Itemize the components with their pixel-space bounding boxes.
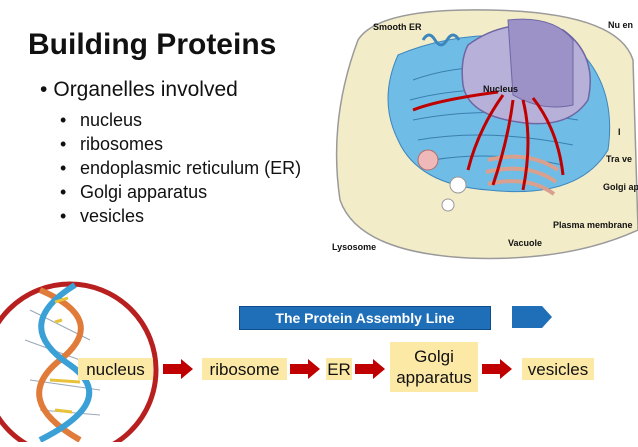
label-smooth-er: Smooth ER	[373, 22, 422, 32]
banner-arrow-icon	[512, 306, 552, 328]
cell-diagram: Smooth ER Nucleus Lysosome Vacuole Plasm…	[318, 0, 638, 262]
arrow-right-icon	[482, 359, 512, 379]
step-nucleus: nucleus	[78, 358, 153, 380]
arrow-right-icon	[355, 359, 385, 379]
list-item: ribosomes	[60, 132, 310, 156]
label-vacuole: Vacuole	[508, 238, 542, 248]
label-rough-er: I	[618, 127, 621, 137]
step-golgi: Golgi apparatus	[390, 342, 478, 392]
organelle-list: nucleus ribosomes endoplasmic reticulum …	[60, 108, 310, 228]
label-golgi: Golgi appa	[603, 182, 638, 192]
bullet-organelles: Organelles involved	[40, 78, 237, 102]
label-transport: Tra ve	[606, 154, 632, 164]
label-nuclear-envelope: Nu en	[608, 20, 633, 30]
list-item: vesicles	[60, 204, 310, 228]
step-ribosome: ribosome	[202, 358, 287, 380]
step-vesicles: vesicles	[522, 358, 594, 380]
list-item: endoplasmic reticulum (ER)	[60, 156, 310, 180]
step-er: ER	[326, 358, 352, 380]
list-item: Golgi apparatus	[60, 180, 310, 204]
label-lysosome: Lysosome	[332, 242, 376, 252]
label-nucleus: Nucleus	[483, 84, 518, 94]
assembly-line-banner: The Protein Assembly Line	[239, 306, 491, 330]
dna-illustration	[0, 280, 190, 447]
label-plasma-membrane: Plasma membrane	[553, 220, 633, 230]
arrow-right-icon	[290, 359, 320, 379]
slide-title: Building Proteins	[28, 28, 277, 61]
arrow-right-icon	[163, 359, 193, 379]
list-item: nucleus	[60, 108, 310, 132]
